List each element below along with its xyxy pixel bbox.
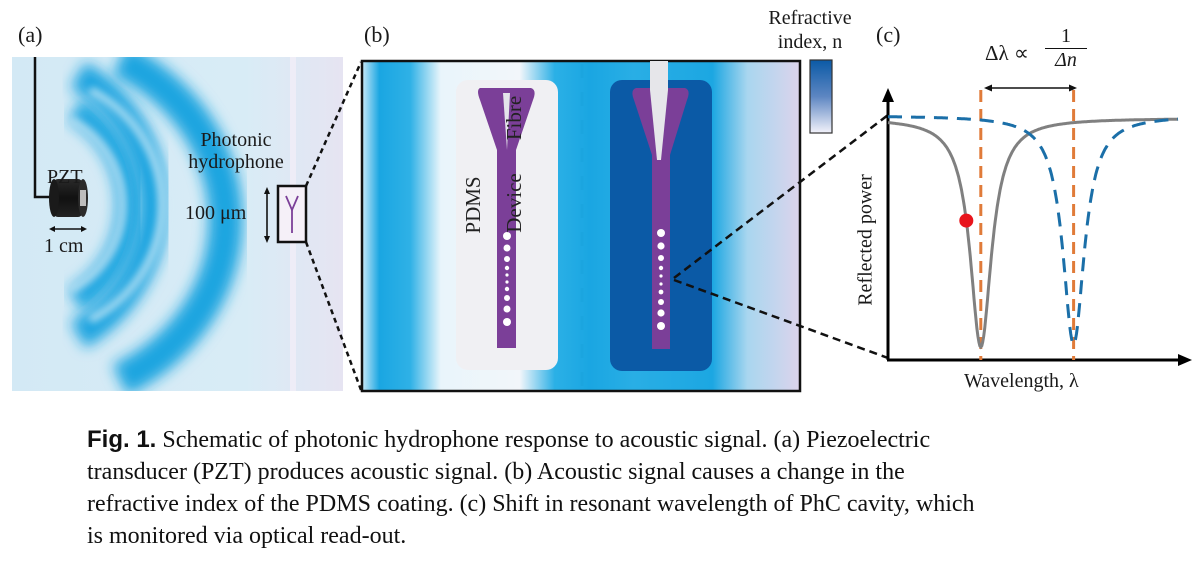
pdms-label: PDMS	[461, 176, 485, 233]
hydrophone-scale-label: 100 μm	[185, 202, 247, 224]
pzt-cable	[33, 57, 52, 199]
caption-line-3: refractive index of the PDMS coating. (c…	[87, 491, 975, 517]
x-axis-label: Wavelength, λ	[964, 370, 1079, 392]
zoom-lines-b-to-c	[673, 114, 889, 360]
figure-caption: Fig. 1.Schematic of photonic hydrophone …	[87, 424, 1117, 552]
colorbar-title: Refractive index, n	[760, 6, 860, 54]
panel-b-frame	[360, 59, 802, 393]
panel-c-label: (c)	[876, 22, 901, 47]
equation-numerator: 1	[1045, 26, 1087, 49]
panel-b-label: (b)	[364, 22, 390, 47]
refractive-index-colorbar	[809, 59, 833, 134]
delta-lambda-arrow-icon	[984, 84, 1077, 92]
photonic-crystal-holes-right	[657, 229, 665, 330]
colorbar-title-line2: index, n	[777, 31, 843, 53]
equation-fraction: 1 Δn	[1045, 26, 1087, 70]
pzt-label: PZT	[47, 166, 83, 188]
device-right	[632, 61, 689, 349]
panel-c-chart	[882, 84, 1192, 366]
fibre-label: Fibre	[502, 96, 526, 140]
equation-lhs: Δλ ∝	[985, 41, 1029, 65]
shifted-resonance-curve	[888, 115, 1179, 347]
panel-b: Fibre Device PDMS	[360, 59, 802, 393]
colorbar-title-line1: Refractive	[768, 7, 852, 29]
x-axis-arrow-icon	[1178, 354, 1192, 366]
hydrophone-label-line1: Photonic	[200, 129, 272, 151]
pzt-scale-arrow-icon	[49, 226, 87, 232]
hydrophone-label-line2: hydrophone	[188, 151, 284, 173]
fibre-left	[503, 93, 510, 150]
hydrophone-scale-arrow-icon	[264, 187, 270, 243]
fibre-right	[650, 61, 668, 160]
figure-graphics: Fibre Device PDMS	[12, 57, 1192, 393]
caption-text-1: Schematic of photonic hydrophone respons…	[162, 427, 931, 453]
device-left	[478, 88, 535, 348]
panel-a-label: (a)	[18, 22, 43, 47]
device-label: Device	[502, 173, 526, 232]
zoom-lines-a-to-b	[304, 61, 363, 391]
pzt-scale-label: 1 cm	[44, 235, 84, 257]
wave-front-1	[68, 98, 143, 312]
photonic-crystal-holes-left	[503, 232, 511, 326]
y-axis-label: Reflected power	[854, 174, 877, 306]
hydrophone-label: Photonic hydrophone	[180, 129, 292, 173]
caption-figure-label: Fig. 1.	[87, 426, 157, 453]
wave-front-3	[112, 57, 243, 391]
y-axis-arrow-icon	[882, 88, 894, 102]
operating-point-marker	[959, 213, 974, 228]
hydrophone-box	[276, 184, 308, 244]
equation-denominator: Δn	[1055, 49, 1077, 71]
caption-line-1: Fig. 1.Schematic of photonic hydrophone …	[87, 424, 1117, 456]
pzt-transducer-icon	[49, 179, 88, 217]
caption-line-4: is monitored via optical read-out.	[87, 523, 407, 549]
original-resonance-curve	[887, 117, 1178, 350]
panel-a	[12, 57, 343, 391]
acoustic-waves	[68, 57, 243, 391]
caption-line-2: transducer (PZT) produces acoustic signa…	[87, 459, 905, 485]
